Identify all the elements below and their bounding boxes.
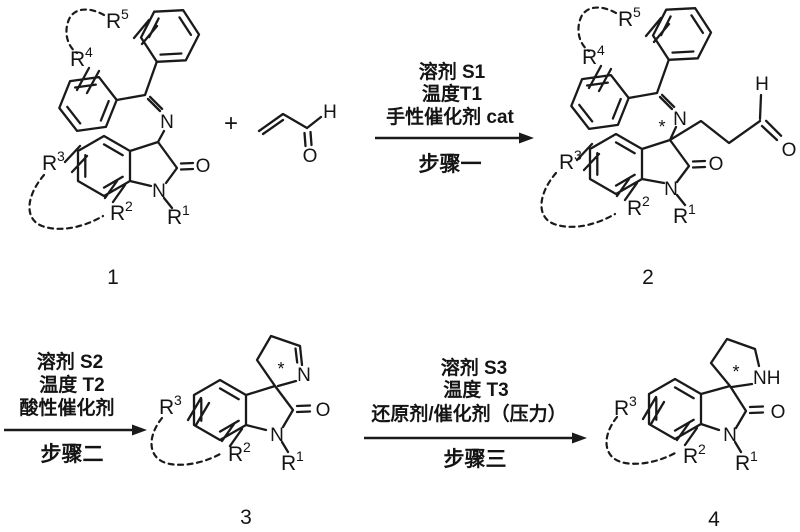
compound-3-skeleton [186,334,312,454]
r5-label: R [106,10,121,33]
r1-label: R [735,452,750,475]
variable-substituent-arc-r4r5 [577,6,618,53]
step1-name: 步骤一 [419,152,482,176]
r3-label: R [559,151,574,174]
r3-superscript: 3 [174,392,182,408]
r3-superscript: 3 [574,147,582,163]
step2-solvent: 溶剂 S2 [37,350,104,373]
r1-superscript: 1 [296,448,304,464]
step-1: 溶剂 S1 温度T1 手性催化剂 cat 步骤一 [375,60,534,176]
step1-catalyst: 手性催化剂 cat [386,105,514,128]
r1-superscript: 1 [182,202,190,218]
carbonyl-oxygen-label: O [771,402,786,423]
carbonyl-oxygen-label: O [709,154,724,175]
variable-substituent-arc-r2r3 [605,415,679,465]
r5-superscript: 5 [121,6,129,22]
step3-catalyst: 还原剂/催化剂（压力） [370,402,566,425]
step3-arrowhead-icon [572,432,587,444]
aldehyde-oxygen-label: O [303,146,318,167]
compound-3: N N O * R 3 R 2 R 1 3 [150,334,331,529]
compound-4-number: 4 [708,508,720,531]
r2-label: R [110,202,125,225]
r1-label: R [281,452,296,475]
imine-nitrogen-label: N [673,109,687,130]
plus-operator: + [224,110,238,137]
r3-label: R [42,152,57,175]
r4-label: R [70,48,85,71]
variable-substituent-arc-r2r3 [28,173,105,230]
step1-arrowhead-icon [519,132,534,144]
stereocenter-mark: * [277,359,284,379]
aldehyde-hydrogen-label: H [755,74,769,95]
acrolein: H O [257,102,337,167]
r1-superscript: 1 [688,201,696,217]
acrolein-skeleton [257,112,323,148]
compound-2: N N O H O * R 5 R 4 R 3 R 2 R 1 2 [540,4,797,289]
r1-superscript: 1 [750,448,758,464]
aldehyde-hydrogen-label: H [323,102,337,123]
step2-name: 步骤二 [41,442,104,466]
step3-temperature: 温度 T3 [443,378,508,401]
carbonyl-oxygen-label: O [316,400,331,421]
step1-temperature: 温度T1 [422,82,483,105]
r2-superscript: 2 [698,441,706,457]
step3-solvent: 溶剂 S3 [441,356,508,379]
r5-superscript: 5 [633,4,641,20]
compound-1: N N O R 5 R 4 R 3 R 2 R 1 1 [28,6,211,289]
r3-superscript: 3 [57,148,65,164]
r4-label: R [582,46,597,69]
step2-arrowhead-icon [132,424,147,436]
compound-3-number: 3 [240,506,252,529]
step-3: 溶剂 S3 温度 T3 还原剂/催化剂（压力） 步骤三 [364,356,587,471]
r2-superscript: 2 [642,193,650,209]
variable-substituent-arc-r2r3 [150,416,224,466]
r2-label: R [683,445,698,468]
ring-nitrogen-label: N [723,425,737,446]
r3-label: R [159,396,174,419]
r2-superscript: 2 [243,439,251,455]
step2-catalyst: 酸性催化剂 [19,396,114,419]
stereocenter-mark: * [732,362,739,382]
ring-nitrogen-label: N [152,181,166,202]
r2-label: R [228,443,243,466]
stereocenter-mark: * [658,117,665,137]
aldehyde-oxygen-label: O [782,140,797,161]
step2-temperature: 温度 T2 [39,373,104,396]
r4-superscript: 4 [597,42,605,58]
r3-superscript: 3 [629,393,637,409]
r5-label: R [618,8,633,31]
variable-substituent-arc-r2r3 [540,171,617,228]
r1-label: R [673,205,688,228]
ring-nitrogen-label: N [664,179,678,200]
compound-1-skeleton [58,9,201,210]
compound-4: NH N O * R 3 R 2 R 1 4 [605,337,786,531]
carbonyl-oxygen-label: O [196,156,211,177]
step-2: 溶剂 S2 温度 T2 酸性催化剂 步骤二 [4,350,147,466]
variable-substituent-arc-r4r5 [65,8,106,55]
r2-label: R [627,197,642,220]
compound-1-number: 1 [107,266,119,289]
step3-name: 步骤三 [444,447,507,471]
pyrroline-nitrogen-label: N [297,365,311,386]
r4-superscript: 4 [85,44,93,60]
step1-solvent: 溶剂 S1 [419,60,486,83]
compound-2-skeleton [570,7,783,207]
imine-nitrogen-label: N [160,112,174,133]
compound-2-number: 2 [642,266,654,289]
compound-4-skeleton [641,337,765,454]
ring-nitrogen-label: N [270,425,284,446]
r1-label: R [167,206,182,229]
r3-label: R [614,397,629,420]
r2-superscript: 2 [125,198,133,214]
pyrrolidine-nh-label: NH [753,368,780,389]
